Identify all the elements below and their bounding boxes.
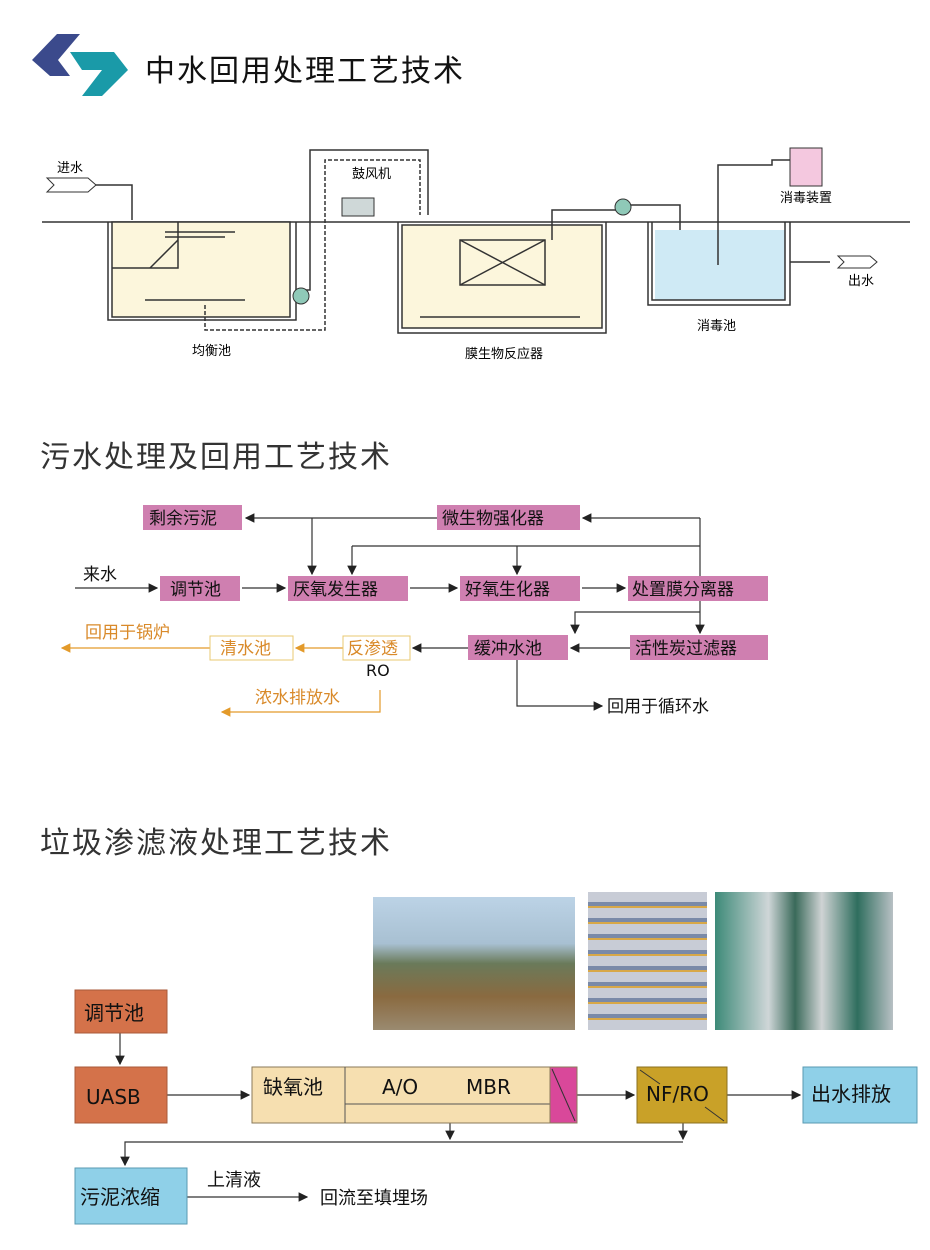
- mbr-label: 膜生物反应器: [465, 346, 543, 362]
- leachate-node-adjust-tank: 调节池: [84, 1001, 144, 1025]
- inlet-label: 进水: [57, 161, 83, 176]
- node-anaerobic: 厌氧发生器: [293, 580, 378, 600]
- outlet-label: 出水: [848, 274, 874, 289]
- blower-label: 鼓风机: [352, 167, 391, 182]
- leachate-node-discharge: 出水排放: [811, 1082, 891, 1106]
- section-title-reclaimed-water: 中水回用处理工艺技术: [145, 54, 465, 89]
- node-carbon-filter: 活性炭过滤器: [635, 639, 737, 659]
- plant-photo-tanks: [373, 897, 575, 1030]
- node-excess-sludge: 剩余污泥: [149, 509, 217, 529]
- concentrate-discharge-label: 浓水排放水: [255, 688, 340, 708]
- node-microbe-enhancer: 微生物强化器: [442, 509, 544, 529]
- node-aerobic: 好氧生化器: [465, 580, 550, 600]
- section-title-sewage-reuse: 污水处理及回用工艺技术: [40, 440, 392, 475]
- reclaimed-water-diagram: 进水 鼓风机 消毒装置 出水 均衡池 膜生物反应器 消毒池: [42, 147, 910, 362]
- leachate-node-nfro: NF/RO: [646, 1082, 709, 1106]
- leachate-node-ao: A/O: [382, 1075, 418, 1099]
- plant-photo-vessels: [715, 892, 893, 1030]
- sewage-flow-diagram: 剩余污泥 微生物强化器 来水 调节池 厌氧发生器 好氧生化器 处置膜分离器 缓冲…: [60, 505, 768, 717]
- landfill-return-label: 回流至填埋场: [320, 1188, 428, 1209]
- equalization-tank-label: 均衡池: [192, 344, 231, 359]
- disinfect-device-label: 消毒装置: [780, 191, 832, 206]
- leachate-node-mbr: MBR: [466, 1075, 511, 1099]
- node-reverse-osmosis: 反渗透: [347, 639, 398, 659]
- boiler-reuse-label: 回用于锅炉: [85, 623, 170, 643]
- plant-photo-membranes: [588, 892, 707, 1030]
- node-buffer-tank: 缓冲水池: [474, 639, 542, 659]
- supernatant-label: 上清液: [207, 1170, 261, 1191]
- inflow-label: 来水: [83, 565, 117, 585]
- leachate-node-uasb: UASB: [86, 1085, 141, 1109]
- cycle-water-label: 回用于循环水: [607, 697, 709, 717]
- ro-label: RO: [366, 661, 390, 680]
- node-adjust-tank: 调节池: [170, 580, 221, 600]
- logo: [32, 34, 128, 96]
- leachate-node-anoxic: 缺氧池: [263, 1075, 323, 1099]
- node-membrane-separator: 处置膜分离器: [632, 580, 734, 600]
- node-clear-water-tank: 清水池: [220, 639, 271, 659]
- disinfection-tank-label: 消毒池: [697, 319, 736, 334]
- section-title-leachate: 垃圾渗滤液处理工艺技术: [40, 826, 392, 861]
- leachate-node-sludge-thickening: 污泥浓缩: [80, 1185, 160, 1209]
